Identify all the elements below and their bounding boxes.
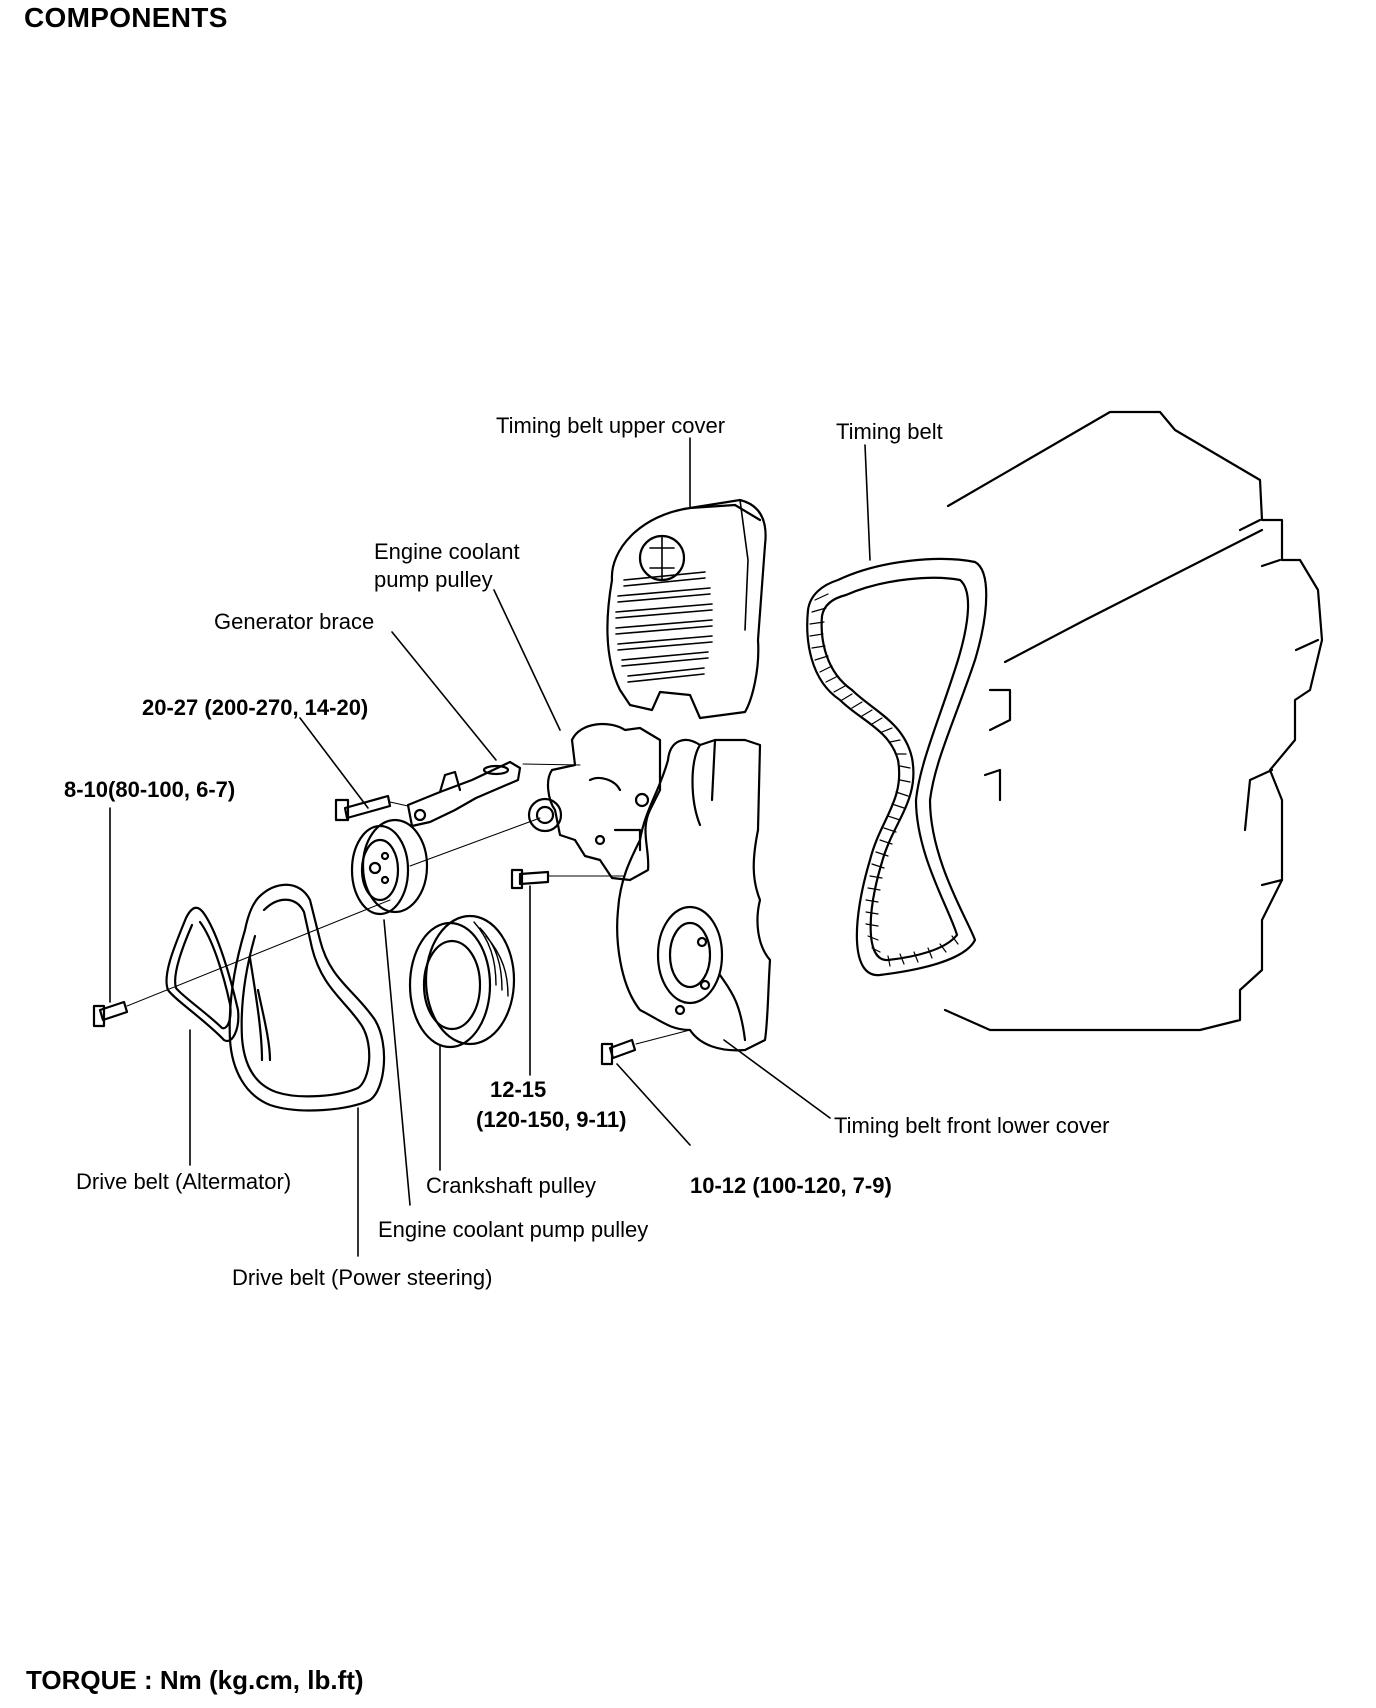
engine-block <box>943 410 1324 1032</box>
label-drive-belt-power-steering: Drive belt (Power steering) <box>232 1265 493 1290</box>
label-torque-center-bolt-line2: (120-150, 9-11) <box>476 1107 627 1132</box>
coolant-pump-pulley <box>350 818 429 916</box>
drive-belt-alternator <box>165 906 240 1043</box>
torque-units-footer: TORQUE : Nm (kg.cm, lb.ft) <box>26 1665 364 1695</box>
timing-belt-front-lower-cover <box>616 738 772 1052</box>
leader-lines <box>109 437 871 1257</box>
left-bolt <box>92 1000 129 1028</box>
timing-belt-upper-cover <box>606 498 767 720</box>
brace-bolt <box>334 794 392 822</box>
generator-brace <box>406 760 522 828</box>
label-crankshaft-pulley: Crankshaft pulley <box>426 1173 596 1198</box>
label-torque-center-bolt-line1: 12-15 <box>490 1077 547 1102</box>
timing-belt <box>806 557 988 977</box>
label-torque-brace-bolt: 20-27 (200-270, 14-20) <box>142 695 369 720</box>
crankshaft-pulley <box>408 914 516 1049</box>
page-title: COMPONENTS <box>24 2 228 33</box>
label-torque-lower-bolt: 10-12 (100-120, 7-9) <box>690 1173 892 1198</box>
label-torque-left-bolt: 8-10(80-100, 6-7) <box>64 777 236 802</box>
label-timing-belt-upper-cover: Timing belt upper cover <box>496 413 726 438</box>
lower-bolt <box>600 1038 637 1066</box>
label-timing-belt-front-lower-cover: Timing belt front lower cover <box>834 1113 1110 1138</box>
label-pump-pulley-top-line1: Engine coolant <box>374 539 520 564</box>
label-timing-belt: Timing belt <box>836 419 943 444</box>
label-drive-belt-alternator: Drive belt (Altermator) <box>76 1169 292 1194</box>
coolant-pump <box>527 723 662 882</box>
label-pump-pulley-bottom: Engine coolant pump pulley <box>378 1217 649 1242</box>
label-generator-brace: Generator brace <box>214 609 375 634</box>
assembly-lines <box>126 763 691 1045</box>
center-bolt <box>510 868 550 890</box>
drive-belt-power-steering <box>228 883 386 1112</box>
label-pump-pulley-top-line2: pump pulley <box>374 567 493 592</box>
